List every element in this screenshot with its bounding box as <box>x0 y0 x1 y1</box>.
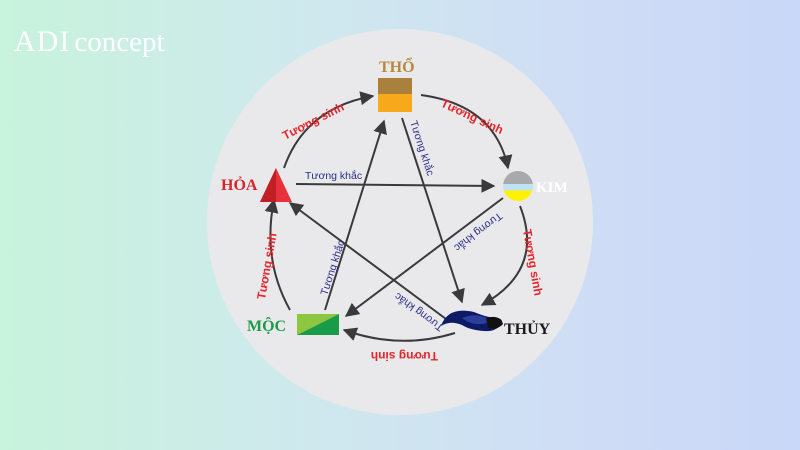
logo: ADI concept <box>14 22 165 62</box>
arrow-sinh-moc-hoa <box>264 198 291 311</box>
moc-symbol <box>297 314 339 335</box>
arrow-khac-thuy-hoa <box>288 202 451 323</box>
arrow-khac-hoa-kim <box>295 178 496 193</box>
logo-word: concept <box>74 25 165 58</box>
label-tho: THỔ <box>379 56 415 76</box>
khac-label-hoa-kim: Tương khắc <box>305 169 362 182</box>
label-hoa: HỎA <box>221 175 258 194</box>
sinh-label-thuy-moc: Tương sinh <box>371 349 438 363</box>
arrow-khac-moc-tho <box>324 119 387 311</box>
sinh-arrows <box>264 91 528 342</box>
arrow-sinh-thuy-moc <box>342 327 456 342</box>
label-thuy: THỦY <box>504 319 551 338</box>
hoa-symbol <box>260 168 292 202</box>
arrow-sinh-tho-kim <box>420 94 513 170</box>
khac-arrows <box>288 117 504 323</box>
kim-symbol <box>503 171 533 201</box>
arrow-sinh-hoa-tho <box>283 91 375 169</box>
label-moc: MỘC <box>247 317 286 335</box>
arrow-khac-kim-moc <box>344 197 504 317</box>
arrow-khac-tho-thuy <box>401 117 465 304</box>
tho-symbol <box>378 78 412 112</box>
arrow-sinh-kim-thuy <box>480 205 528 306</box>
logo-brand: ADI <box>14 25 71 58</box>
label-kim: KIM <box>536 180 568 196</box>
thuy-symbol <box>441 310 503 332</box>
